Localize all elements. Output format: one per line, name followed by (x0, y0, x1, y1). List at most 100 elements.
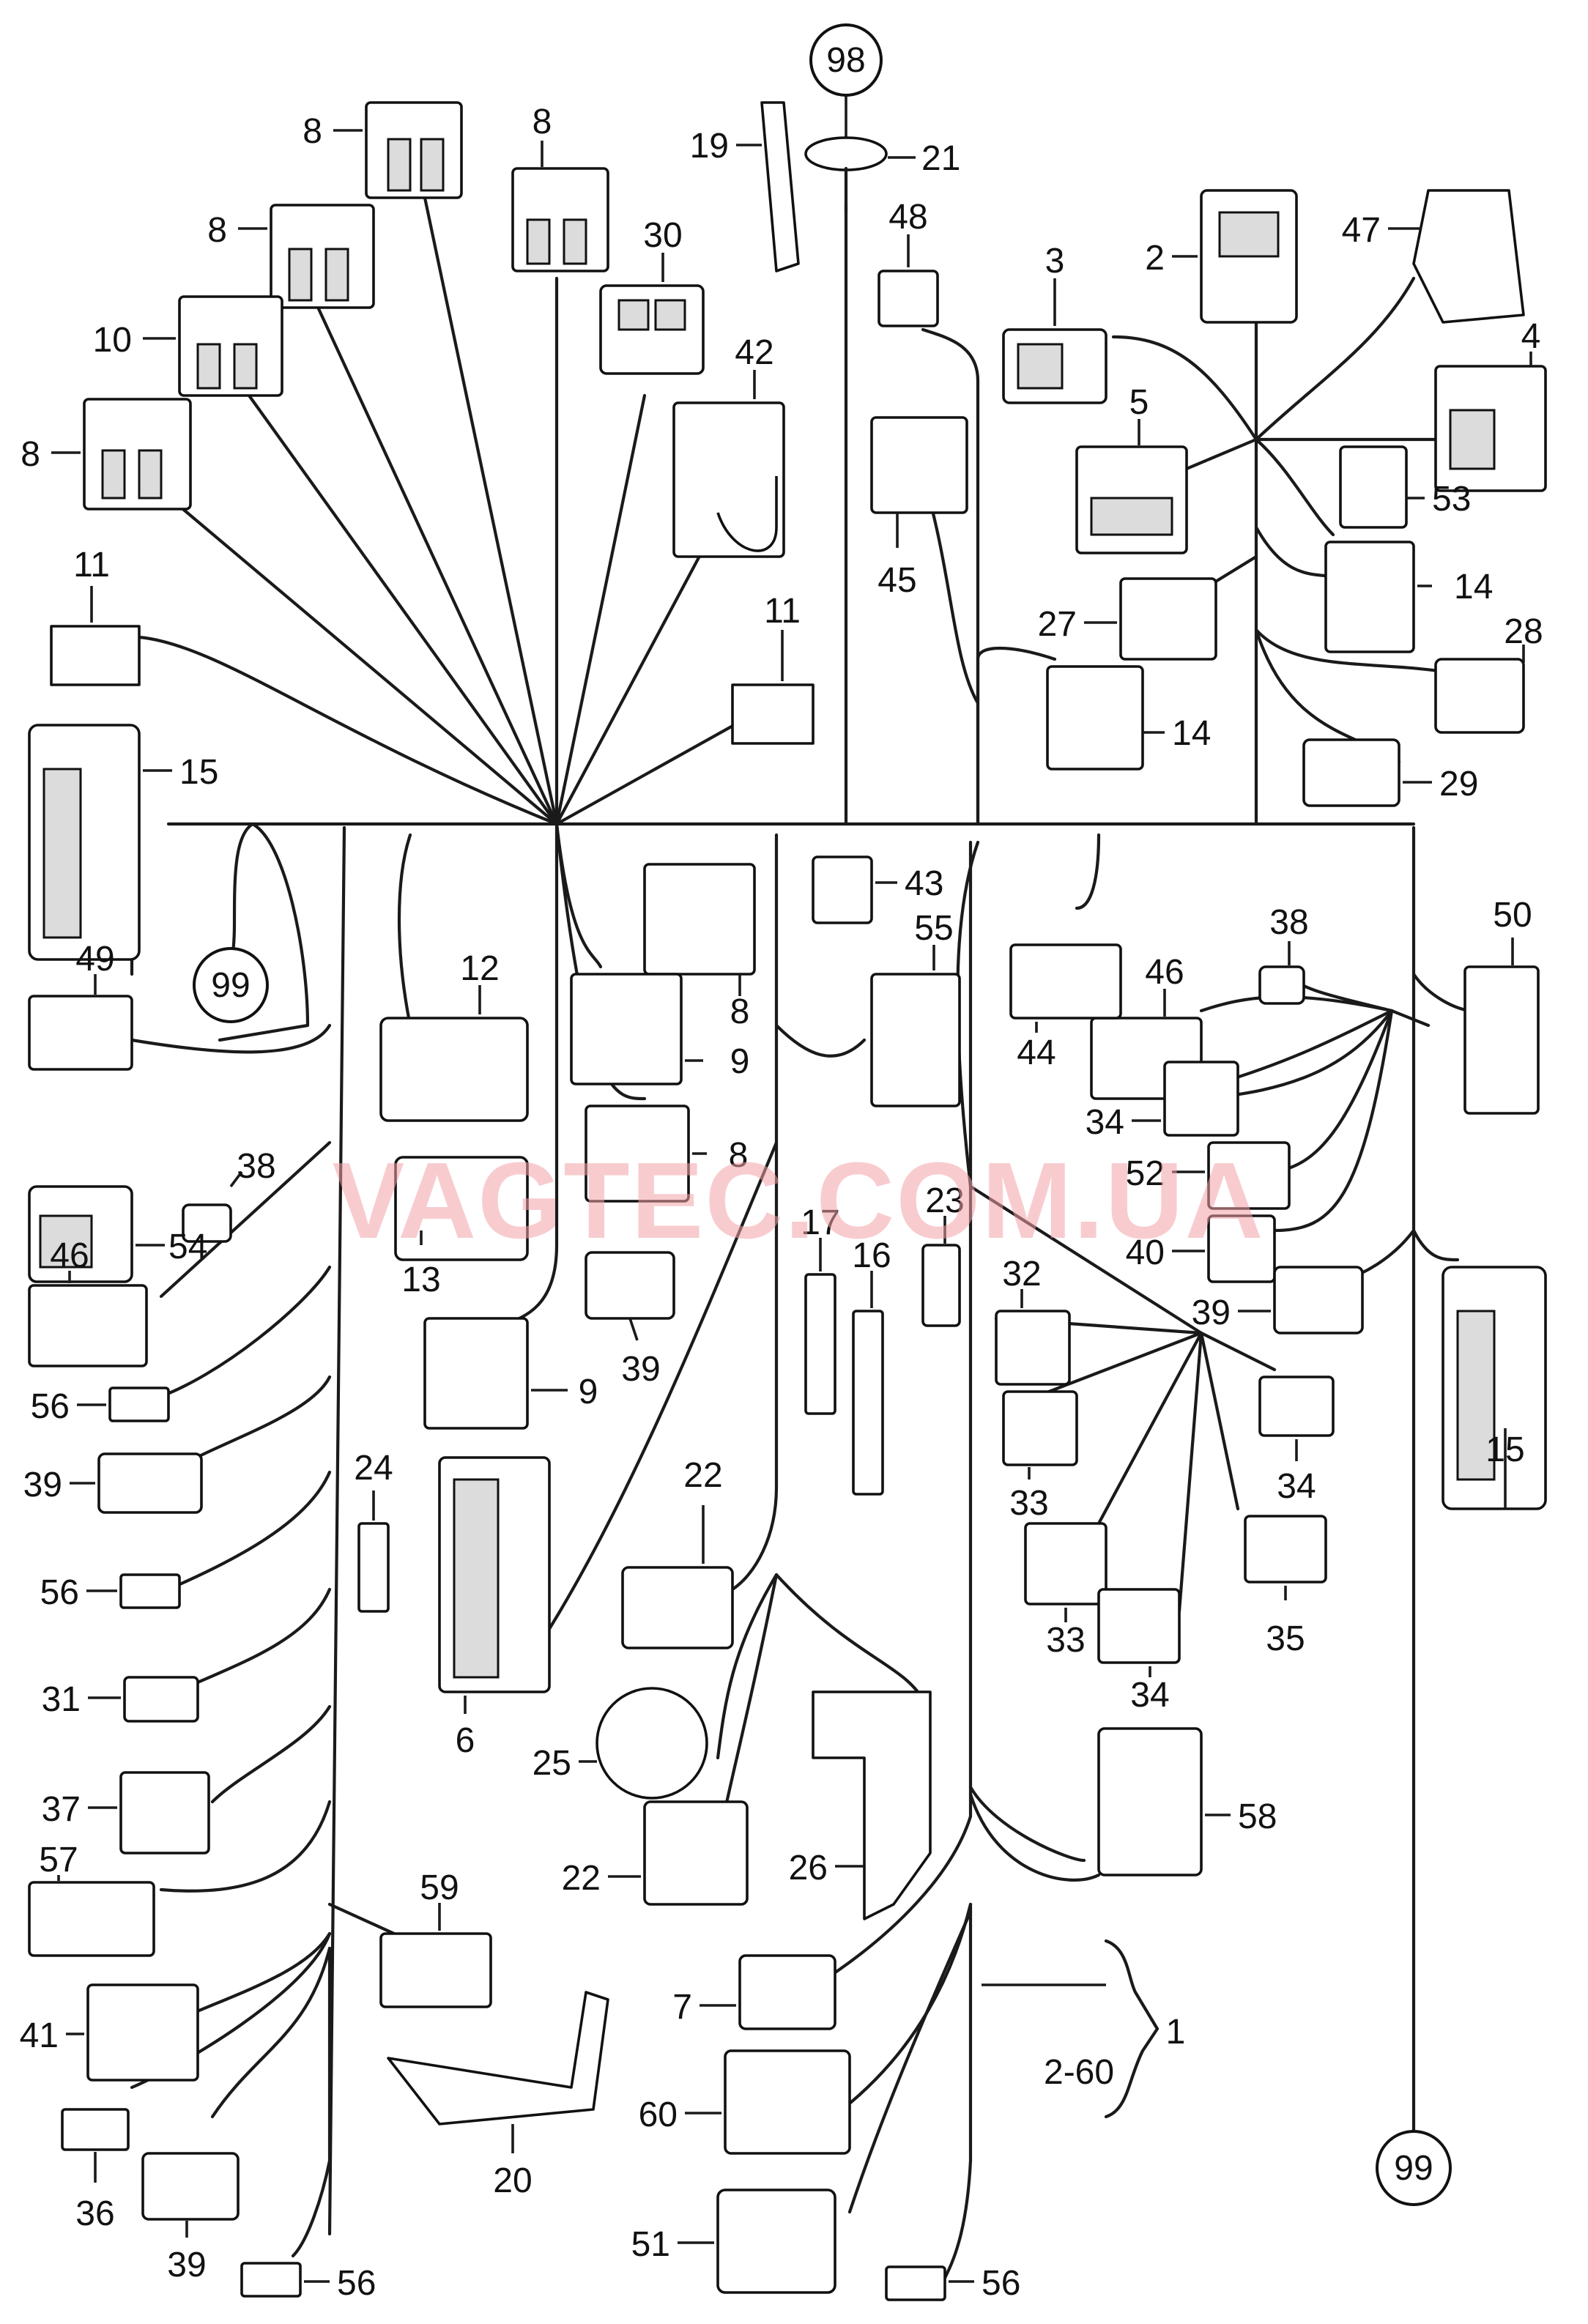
callout-label: 8 (21, 435, 40, 474)
callout-label: 60 (639, 2095, 678, 2134)
callout-label: 47 (1342, 211, 1381, 250)
callout-label: 13 (401, 1261, 440, 1299)
callout-label: 51 (631, 2225, 670, 2264)
group-brace: 2-60 1 (982, 1939, 1186, 2119)
reference-circle-99-left: 99 (193, 947, 269, 1023)
connector-30 (599, 284, 705, 375)
callout-label: 56 (982, 2264, 1020, 2303)
callout-label: 39 (23, 1466, 62, 1504)
connector-53 (1339, 445, 1408, 529)
svg-text:99: 99 (1394, 2149, 1433, 2188)
clip-24 (357, 1522, 390, 1613)
svg-text:98: 98 (826, 41, 865, 80)
grommet-21 (804, 136, 888, 215)
range-label: 2-60 (1044, 2053, 1114, 2092)
callout-label: 27 (1038, 605, 1077, 644)
part-16 (852, 1310, 884, 1496)
connector-56-bottom-center (885, 2265, 946, 2301)
callout-label: 44 (1017, 1033, 1055, 1072)
callout-label: 56 (337, 2264, 376, 2303)
connector-47 (1412, 189, 1525, 324)
callout-label: 56 (40, 1573, 79, 1612)
connector-5 (1075, 445, 1188, 554)
callout-label: 45 (878, 561, 916, 600)
callout-label: 57 (39, 1841, 78, 1879)
connector-29 (1302, 738, 1400, 807)
connector-41 (86, 1983, 199, 2082)
callout-label: 2 (1145, 239, 1165, 278)
callout-label: 11 (73, 546, 110, 584)
connector-32 (995, 1310, 1071, 1386)
relay-socket-9-lower (423, 1317, 529, 1430)
callout-label: 15 (179, 753, 218, 792)
callout-label: 4 (1521, 317, 1541, 356)
callout-label: 41 (20, 2016, 59, 2055)
connector-55 (870, 973, 961, 1107)
watermark: VAGTEC.COM.UA (332, 1140, 1264, 1261)
connector-37 (119, 1771, 210, 1855)
callout-label: 49 (75, 940, 114, 979)
callout-label: 42 (735, 333, 773, 372)
callout-label: 21 (921, 139, 960, 178)
connector-28 (1434, 658, 1525, 734)
callout-label: 7 (672, 1988, 692, 2027)
group-label: 1 (1166, 2013, 1186, 2052)
callout-label: 58 (1238, 1797, 1277, 1836)
callout-label: 54 (168, 1228, 207, 1266)
callout-label: 8 (303, 112, 322, 151)
harness-components (28, 101, 1547, 2301)
callout-label: 19 (690, 127, 729, 166)
callout-label: 53 (1432, 480, 1471, 519)
callout-label: 10 (93, 321, 132, 360)
connector-36 (61, 2108, 130, 2151)
relay-socket-8-fourth (83, 398, 192, 511)
sensor-38-right (1258, 965, 1305, 1005)
callout-label: 59 (420, 1868, 459, 1907)
box-11-left (50, 625, 141, 686)
callout-labels: 8 8 8 10 8 30 19 21 48 42 3 2 47 4 5 53 … (20, 103, 1543, 2303)
callout-label: 23 (925, 1181, 964, 1220)
relay-socket-8-center-a (643, 863, 756, 976)
connector-46-left (28, 1284, 148, 1367)
connector-33-upper (1002, 1390, 1078, 1466)
callout-label: 31 (42, 1680, 81, 1719)
callout-label: 36 (75, 2194, 114, 2233)
part-23 (921, 1244, 961, 1327)
connector-50 (1463, 965, 1540, 1115)
relay-socket-8-top (365, 101, 463, 199)
callout-label: 56 (31, 1387, 70, 1426)
connector-39-lower-left (141, 2152, 240, 2221)
connector-35 (1244, 1515, 1327, 1584)
connector-56-middle-left (119, 1573, 181, 1609)
connector-25 (596, 1687, 708, 1800)
relay-socket-8-second (511, 167, 609, 272)
callout-label: 5 (1129, 383, 1149, 422)
connector-13 (394, 1156, 529, 1261)
connector-14-lower (1046, 665, 1144, 771)
connector-58 (1097, 1727, 1203, 1876)
connector-31 (123, 1676, 199, 1723)
callout-label: 8 (533, 103, 552, 141)
callout-label: 8 (729, 1136, 749, 1175)
connector-56-bottom-left (240, 2262, 302, 2298)
sensor-38-left (182, 1203, 232, 1243)
callout-label: 24 (354, 1449, 393, 1488)
callout-label: 40 (1126, 1233, 1165, 1272)
relay-socket-8-third (270, 204, 375, 309)
connector-42 (672, 401, 785, 558)
callout-label: 14 (1172, 714, 1211, 753)
callout-label: 46 (50, 1236, 89, 1275)
connector-44 (1009, 943, 1122, 1020)
callout-label: 43 (905, 864, 943, 903)
clip-19 (760, 101, 800, 272)
callout-label: 34 (1086, 1103, 1124, 1142)
connector-48 (878, 270, 939, 327)
reference-circle-98: 98 (809, 23, 883, 146)
connector-54 (28, 1185, 133, 1283)
connector-34-lower (1097, 1588, 1181, 1664)
callout-label: 37 (42, 1790, 81, 1829)
callout-label: 34 (1277, 1467, 1316, 1506)
relay-socket-10 (178, 295, 283, 397)
relay-socket-9-center (570, 973, 683, 1085)
callout-label: 22 (562, 1859, 601, 1898)
